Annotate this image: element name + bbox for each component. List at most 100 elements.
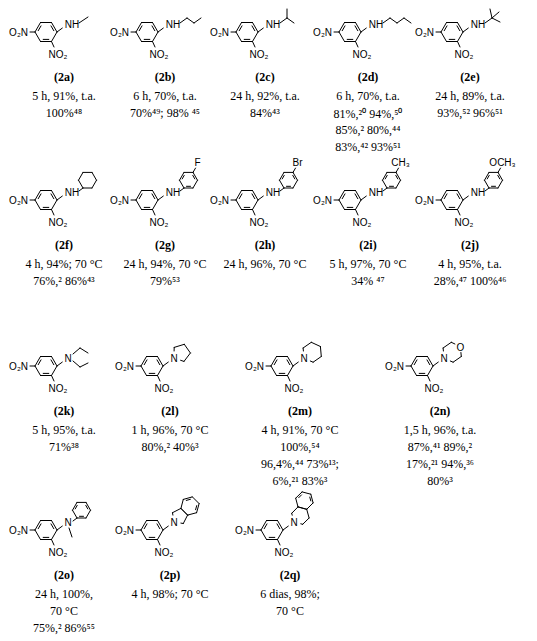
substituent-label: F — [194, 157, 200, 168]
compound-number: (2k) — [54, 404, 75, 419]
reaction-conditions: 5 h, 95%, t.a. — [32, 423, 96, 438]
bond-lines — [30, 9, 503, 545]
compound-number: (2a) — [54, 70, 74, 85]
substituent-label: NO₂ — [49, 383, 68, 394]
reaction-conditions: 79%⁵³ — [150, 274, 180, 289]
compound-number: (2j) — [461, 238, 479, 253]
reaction-conditions: 1 h, 96%, 70 °C — [132, 423, 209, 438]
reaction-conditions: 70 °C — [50, 604, 78, 619]
substituent-label: O₂N — [313, 27, 332, 38]
amine-label: NH — [166, 19, 180, 30]
substituent-label: Br — [293, 157, 303, 168]
reaction-conditions: 84%⁴³ — [250, 106, 280, 121]
reaction-conditions: 75%,² 86%⁵⁵ — [33, 621, 95, 636]
substituent-label: NO₂ — [250, 217, 269, 228]
reaction-conditions: 6%,²¹ 83%³ — [273, 474, 328, 489]
reaction-conditions: 100%,⁵⁴ — [280, 440, 319, 455]
amine-label: N — [64, 517, 71, 528]
reaction-conditions: 80%,² 40%³ — [141, 440, 198, 455]
substituent-label: NO₂ — [150, 49, 169, 60]
substituent-label: OCH₃ — [489, 157, 515, 168]
substituent-label: O₂N — [210, 27, 229, 38]
substituent-label: NO₂ — [285, 383, 304, 394]
reaction-conditions: 4 h, 98%; 70 °C — [131, 587, 208, 602]
reaction-conditions: 17%,²¹ 94%,³⁶ — [406, 457, 474, 472]
reaction-conditions: 24 h, 94%, 70 °C — [124, 257, 207, 272]
reaction-conditions: 6 dias, 98%; — [260, 587, 320, 602]
reaction-conditions: 6 h, 70%, t.a. — [133, 89, 197, 104]
reaction-conditions: 1,5 h, 96%, t.a. — [404, 423, 477, 438]
reaction-conditions: 5 h, 97%, 70 °C — [330, 257, 407, 272]
reaction-conditions: 4 h, 91%, 70 °C — [262, 423, 339, 438]
reaction-conditions: 5 h, 91%, t.a. — [32, 89, 96, 104]
amine-label: N — [440, 353, 447, 364]
reaction-conditions: 83%,⁴² 93%⁵¹ — [335, 140, 401, 155]
substituent-label: NO₂ — [250, 49, 269, 60]
substituent-label: NO₂ — [49, 217, 68, 228]
substituent-label: NO₂ — [425, 383, 444, 394]
amine-label: N — [290, 517, 297, 528]
amine-label: N — [300, 353, 307, 364]
reaction-conditions: 4 h, 94%; 70 °C — [25, 257, 102, 272]
reaction-conditions: 85%,² 80%,⁴⁴ — [336, 123, 401, 138]
substituent-label: O₂N — [313, 195, 332, 206]
substituent-label: O₂N — [415, 195, 434, 206]
compound-number: (2p) — [160, 568, 181, 583]
reaction-conditions: 70%⁴⁹; 98% ⁴⁵ — [130, 106, 200, 121]
amine-label: NH — [471, 187, 485, 198]
amine-label: NH — [166, 187, 180, 198]
compound-number: (2g) — [155, 238, 175, 253]
reaction-conditions: 76%,² 86%⁴³ — [33, 274, 94, 289]
amine-label: NH — [471, 19, 485, 30]
reaction-conditions: 81%,²⁰ 94%,⁵⁰ — [334, 105, 403, 122]
compound-number: (2q) — [280, 568, 301, 583]
compound-number: (2c) — [255, 70, 274, 85]
substituent-label: O₂N — [9, 361, 28, 372]
substituent-label: NO₂ — [150, 217, 169, 228]
reaction-conditions: 28%,⁴⁷ 100%⁴⁶ — [434, 274, 507, 289]
compound-number: (2e) — [460, 70, 479, 85]
reaction-conditions: 24 h, 89%, t.a. — [435, 89, 505, 104]
substituent-label: NO₂ — [353, 217, 372, 228]
reaction-conditions: 100%⁴⁸ — [46, 106, 82, 121]
substituent-label: NO₂ — [275, 547, 294, 558]
compound-number: (2h) — [255, 238, 276, 253]
substituent-label: NO₂ — [155, 383, 174, 394]
compound-number: (2n) — [430, 404, 451, 419]
atom-label: O — [456, 341, 464, 352]
substituent-label: NO₂ — [155, 547, 174, 558]
amine-label: NH — [65, 187, 79, 198]
amine-label: N — [170, 353, 177, 364]
amine-label: N — [170, 517, 177, 528]
amine-label: NH — [266, 187, 280, 198]
reaction-conditions: 24 h, 92%, t.a. — [230, 89, 300, 104]
reaction-conditions: 34% ⁴⁷ — [351, 274, 384, 289]
reaction-conditions: 6 h, 70%, t.a. — [336, 89, 400, 104]
substituent-label: CH₃ — [391, 157, 410, 168]
substituent-label: O₂N — [110, 27, 129, 38]
reaction-conditions: 96,4%,⁴⁴ 73%¹³; — [261, 457, 339, 472]
amine-label: N — [64, 353, 71, 364]
substituent-label: O₂N — [115, 361, 134, 372]
compound-number: (2f) — [55, 238, 73, 253]
reaction-conditions: 70 °C — [276, 604, 304, 619]
substituent-label: O₂N — [9, 27, 28, 38]
compound-number: (2m) — [288, 404, 312, 419]
compound-number: (2l) — [161, 404, 178, 419]
substituent-label: O₂N — [235, 525, 254, 536]
amine-label: NH — [369, 187, 383, 198]
reaction-conditions: 80%³ — [427, 474, 453, 489]
substituent-label: NO₂ — [49, 547, 68, 558]
reaction-conditions: 24 h, 96%, 70 °C — [224, 257, 307, 272]
substituent-label: O₂N — [385, 361, 404, 372]
substituent-label: O₂N — [115, 525, 134, 536]
substituent-label: NO₂ — [353, 49, 372, 60]
substituent-label: NO₂ — [455, 49, 474, 60]
reaction-conditions: 93%,⁵² 96%⁵¹ — [437, 106, 503, 121]
substituent-label: O₂N — [245, 361, 264, 372]
reaction-conditions: 87%,⁴¹ 89%,² — [408, 440, 472, 455]
compound-number: (2d) — [358, 70, 379, 85]
substituent-label: O₂N — [9, 195, 28, 206]
substituent-label: O₂N — [9, 525, 28, 536]
reaction-conditions: 24 h, 100%, — [35, 587, 93, 602]
